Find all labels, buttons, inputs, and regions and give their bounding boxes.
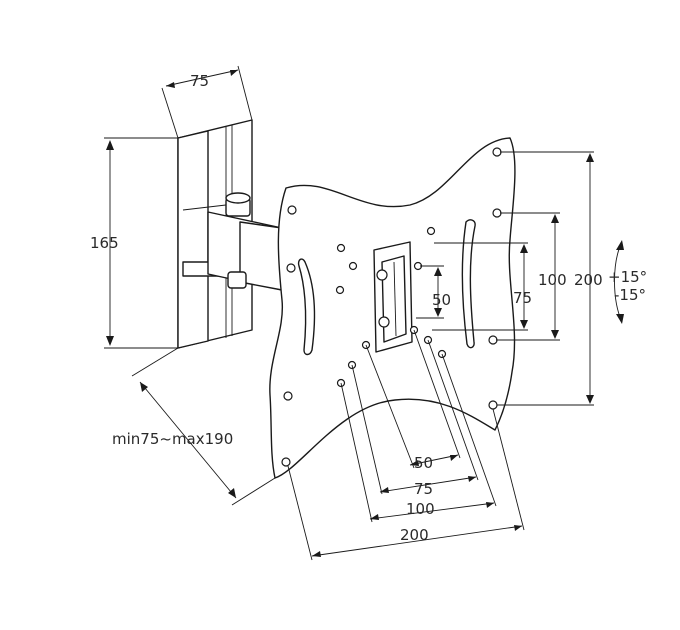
dim-arm-width	[161, 65, 253, 139]
dim-hole-v-50-label: 50	[432, 291, 451, 309]
dim-arm-width-label: 75	[190, 72, 209, 90]
dim-extension-label: min75~max190	[112, 430, 233, 448]
dim-hole-v-200-label: 200	[574, 271, 603, 289]
tilt-down-label: -15°	[614, 286, 646, 304]
vesa-plate	[269, 137, 516, 479]
dim-hole-v-100-label: 100	[538, 271, 567, 289]
dim-hole-h-200-label: 200	[400, 526, 429, 544]
dim-arm-height	[104, 137, 178, 349]
dim-vertical-holes	[416, 151, 594, 406]
dim-horizontal-holes	[287, 329, 525, 561]
dim-arm-height-label: 165	[90, 234, 119, 252]
dim-hole-v-75-label: 75	[513, 289, 532, 307]
dim-extension	[131, 347, 276, 506]
dim-hole-h-100-label: 100	[406, 500, 435, 518]
tilt-arrow-icon	[614, 240, 624, 324]
dim-hole-h-50-label: 50	[414, 454, 433, 472]
tilt-up-label: +15°	[608, 268, 647, 286]
dim-hole-h-75-label: 75	[414, 480, 433, 498]
mounting-holes	[281, 147, 502, 467]
